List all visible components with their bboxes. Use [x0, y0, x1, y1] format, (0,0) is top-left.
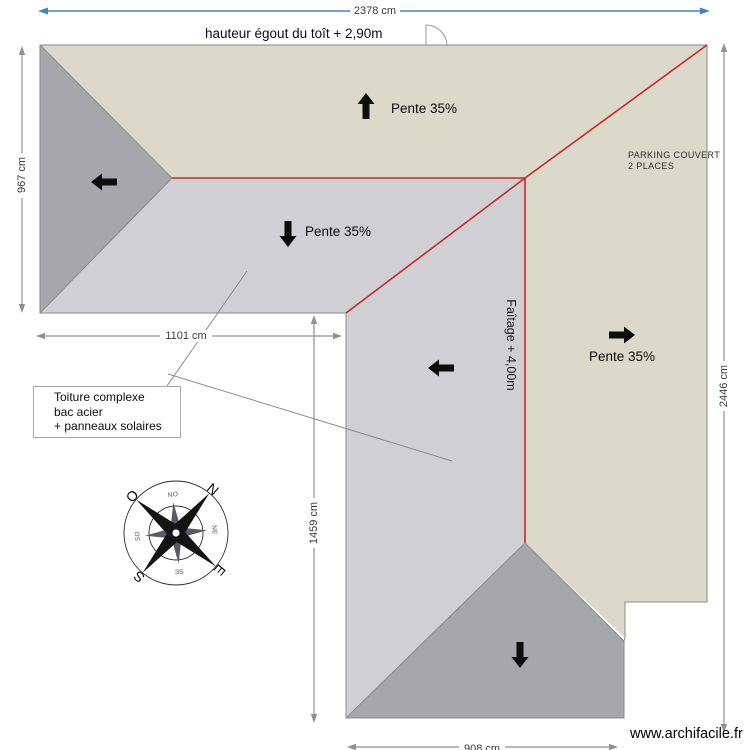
parking-note-line1: PARKING COUVERT: [628, 150, 721, 160]
roof-note-line2: bac acier: [54, 404, 103, 419]
slope-arrow-down-icon: [279, 221, 297, 247]
roof-note-box: Toiture complexe bac acier + panneaux so…: [33, 386, 181, 438]
roof-note-line1: Toiture complexe: [54, 390, 145, 404]
slope-arrow-left-icon: [91, 173, 117, 191]
hip-edges: [39, 44, 625, 719]
slope-arrow-left2-icon: [428, 359, 454, 377]
dimension-top-label: 2378 cm: [350, 5, 400, 17]
ridge-label: Faîtage + 4,00m: [504, 299, 518, 391]
compass-rose-icon: [123, 480, 229, 586]
compass-southwest-label: SO: [134, 530, 142, 542]
parking-note: PARKING COUVERT 2 PLACES: [628, 150, 720, 172]
slope-arrow-up-icon: [357, 93, 375, 119]
dimension-right-label: 2446 cm: [718, 361, 730, 411]
roof-note-line3: + panneaux solaires: [54, 419, 162, 433]
slope-label-middle: Pente 35%: [305, 224, 372, 239]
dimension-1101-label: 1101 cm: [162, 330, 210, 342]
slope-arrows: [91, 93, 635, 668]
compass-northwest-label: NO: [167, 491, 179, 499]
roof-plane-dark-bottom-hip: [346, 543, 624, 718]
dimension-line-right-2446: [720, 43, 728, 733]
dimension-line-bottom-908: [347, 743, 618, 750]
slope-arrow-right-icon: [609, 326, 635, 344]
roof-plane-beige-top: [40, 45, 707, 178]
watermark: www.archifacile.fr: [630, 726, 743, 742]
dimension-left-label: 967 cm: [16, 153, 28, 197]
dimension-1459-label: 1459 cm: [308, 498, 320, 548]
door-swing-icon: [425, 24, 448, 47]
roof-plane-beige-parking: [525, 45, 707, 638]
slope-label-right: Pente 35%: [589, 349, 656, 364]
dimension-line-1459: [310, 315, 318, 723]
ridge-lines-red: [172, 44, 708, 543]
dimension-bottom-label: 908 cm: [461, 743, 504, 750]
compass-northeast-label: NE: [210, 524, 218, 536]
eave-height-note: hauteur égout du toît + 2,90m: [205, 26, 383, 41]
slope-label-top: Pente 35%: [391, 101, 458, 116]
compass-southeast-label: SE: [174, 567, 184, 575]
slope-arrow-down2-icon: [511, 642, 529, 668]
dimension-line-left-967: [18, 46, 26, 313]
dimension-line-top: [38, 7, 710, 15]
parking-note-line2: 2 PLACES: [628, 161, 675, 171]
